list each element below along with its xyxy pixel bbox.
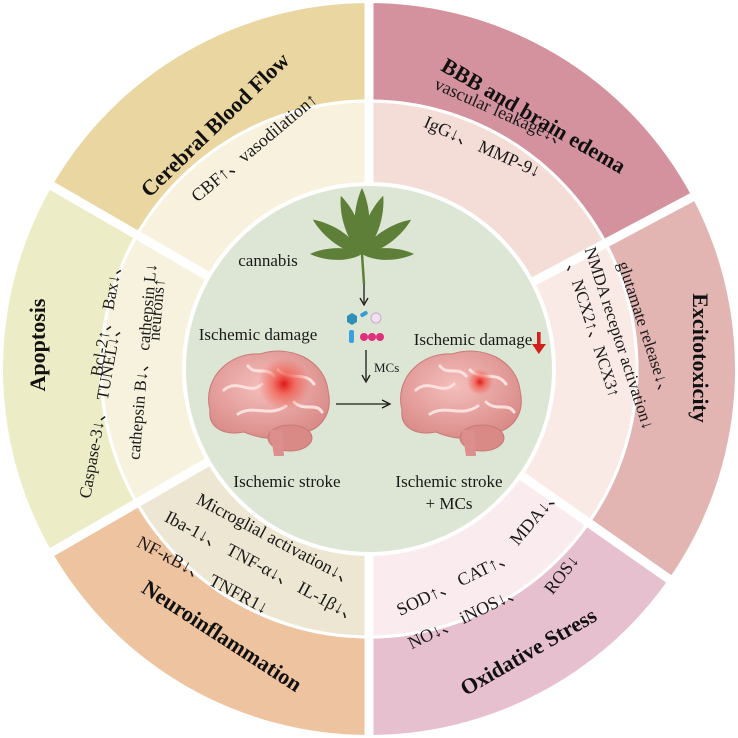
center-circle	[182, 182, 556, 556]
ischemic-damage-left-label: Ischemic damage	[199, 325, 317, 344]
sector-apoptosis-outer	[2, 186, 137, 552]
separator-spoke	[46, 180, 212, 281]
sector-neuroinflammation-outer	[52, 503, 370, 735]
title-apoptosis: Apoptosis	[25, 298, 50, 391]
cannabis-label: cannabis	[238, 251, 297, 270]
sector-excitotoxicity-outer	[588, 197, 735, 579]
leaflet	[312, 219, 362, 254]
separator-spoke	[46, 457, 212, 558]
lesion-spot	[467, 369, 493, 395]
brain-stem	[462, 430, 476, 456]
brain-fold	[414, 382, 456, 392]
ischemic-stroke-mcs-line1: Ischemic stroke	[395, 472, 502, 491]
flow-arrows	[336, 284, 392, 409]
sector-bbb-outer	[369, 3, 693, 244]
leaf-stem	[360, 253, 366, 285]
brain-fold	[484, 400, 516, 414]
molecules-icon	[347, 311, 384, 343]
ischemic-stroke-mcs-line2: + MCs	[426, 494, 473, 513]
separator-spoke	[530, 191, 698, 287]
brain-cortex	[400, 350, 522, 439]
band-divider-ring	[99, 99, 639, 639]
separator-lines	[46, 0, 698, 738]
sector-oxidative-outer	[369, 522, 669, 735]
sector-cbf-outer	[52, 3, 370, 235]
title-excitotoxicity: Excitotoxicity	[688, 293, 713, 423]
leaflet	[362, 248, 414, 260]
brain-stem	[270, 430, 284, 456]
sector-ring	[2, 3, 735, 735]
ischemic-stroke-left-label: Ischemic stroke	[233, 472, 340, 491]
cannabis-leaf-icon	[310, 188, 414, 285]
lesion-spot	[258, 358, 310, 410]
down-arrow-icon	[532, 332, 546, 354]
ischemic-damage-right-label: Ischemic damage	[414, 330, 532, 349]
separator-spoke	[517, 471, 675, 585]
brain-fold	[438, 364, 468, 378]
leaflet	[362, 219, 412, 254]
mcs-label: MCs	[374, 360, 399, 375]
brain-left-icon	[208, 350, 330, 456]
brain-fold	[428, 404, 480, 416]
leaflet	[361, 195, 384, 254]
brain-right-icon	[400, 350, 522, 456]
leaflet	[310, 248, 362, 260]
